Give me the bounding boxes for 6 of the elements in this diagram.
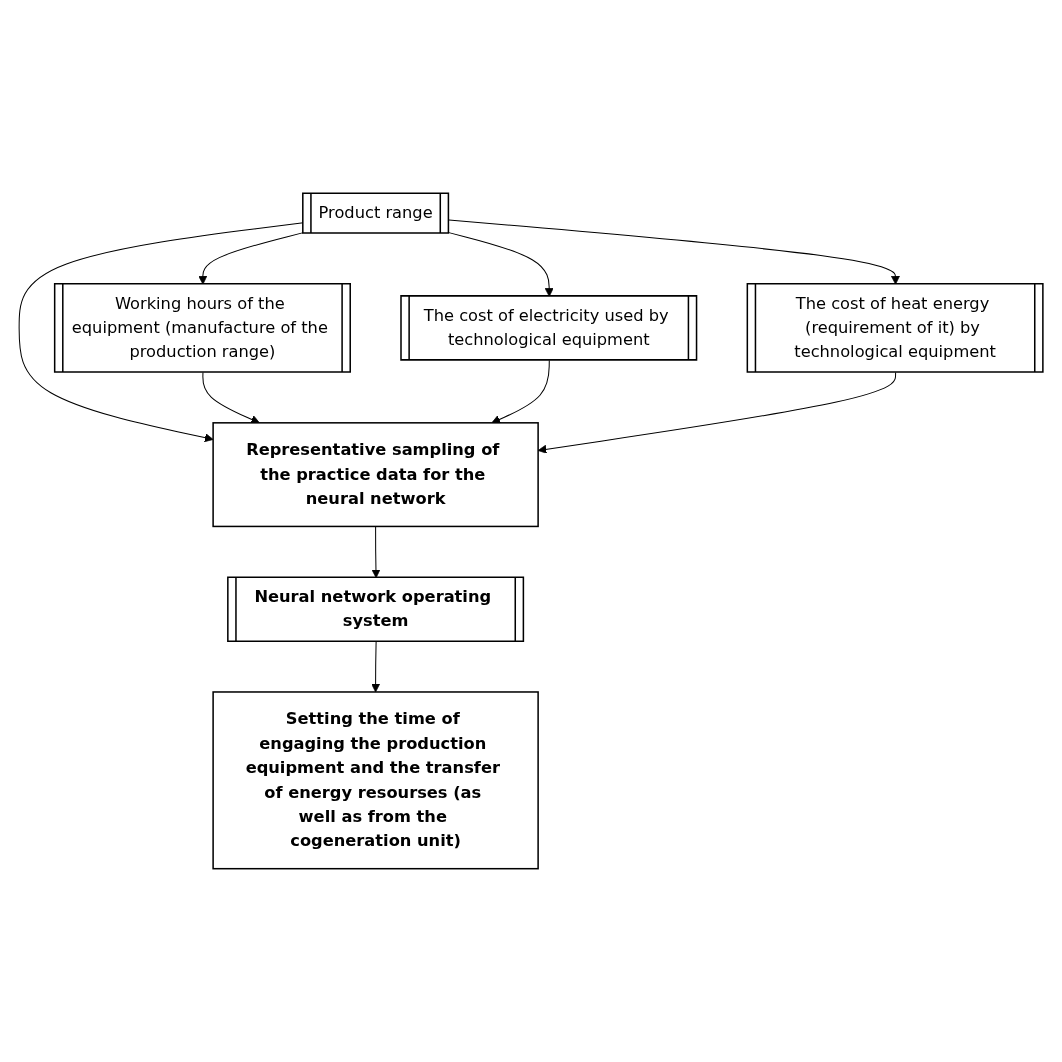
arrow (202, 372, 260, 424)
arrow (371, 641, 381, 693)
arrow (491, 359, 550, 424)
arrow (18, 222, 304, 443)
node-box (212, 422, 539, 528)
node-box (212, 691, 539, 870)
